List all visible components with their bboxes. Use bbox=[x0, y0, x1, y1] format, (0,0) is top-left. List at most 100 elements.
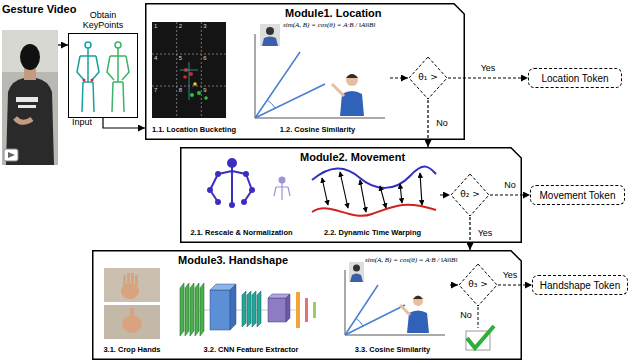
flow-connector bbox=[440, 194, 450, 195]
keypoint-skeleton bbox=[77, 42, 129, 112]
decision-label: θ₂ > bbox=[460, 190, 480, 200]
module-outline bbox=[92, 250, 522, 360]
cnn-figure bbox=[313, 302, 316, 318]
step-panel: 1.2. Cosine Similarity bbox=[245, 20, 390, 137]
skeleton-3d bbox=[230, 203, 234, 207]
cosine-plot bbox=[400, 305, 410, 315]
skeleton-3d bbox=[250, 188, 254, 192]
flow-connector bbox=[58, 44, 68, 45]
grid-number: 7 bbox=[154, 87, 157, 94]
step-panel: 1.1. Location Bucketing bbox=[148, 20, 240, 137]
cnn-figure bbox=[180, 283, 316, 336]
grid-number: 4 bbox=[154, 55, 157, 62]
edge-label: Input bbox=[71, 118, 93, 128]
cosine-plot bbox=[260, 24, 280, 46]
cosine-plot bbox=[332, 84, 344, 96]
dtw-curves bbox=[360, 180, 366, 212]
dtw-curves bbox=[312, 167, 436, 216]
step-panel: 3.3. Cosine Similarity bbox=[335, 255, 450, 357]
keypoint-skeleton bbox=[115, 42, 121, 48]
grid-number: 9 bbox=[203, 87, 206, 94]
grid-number: 6 bbox=[203, 55, 206, 62]
panel-caption: 2.1. Rescale & Normalization bbox=[190, 229, 292, 237]
location-grid bbox=[183, 75, 187, 79]
edge-label: Yes bbox=[477, 229, 494, 239]
cosine-plot bbox=[346, 74, 358, 86]
dtw-curves bbox=[322, 178, 328, 205]
flow-connector bbox=[490, 194, 530, 195]
panel-caption: 3.3. Cosine Similarity bbox=[355, 346, 430, 354]
grid-number: 1 bbox=[154, 23, 157, 30]
cnn-figure bbox=[296, 292, 300, 328]
formula: sim(A, B) = cos(θ) = A·B / ‖A‖‖B‖ bbox=[283, 22, 375, 30]
module-title: Module1. Location bbox=[285, 5, 382, 19]
edge-label: Yes bbox=[502, 271, 519, 281]
location-grid bbox=[152, 22, 226, 118]
edge-label: Yes bbox=[480, 64, 497, 74]
keypoint-skeleton bbox=[91, 79, 94, 82]
hand-crops bbox=[121, 283, 139, 299]
location-grid bbox=[193, 82, 197, 86]
figure-heading: Gesture Video bbox=[2, 3, 58, 16]
cosine-plot bbox=[345, 270, 445, 335]
step-panel: 2.2. Dynamic Time Warping bbox=[305, 165, 440, 240]
token-label: Movement Token bbox=[540, 190, 616, 201]
flow-connector bbox=[469, 217, 470, 250]
decision-label: θ₁ > bbox=[418, 73, 438, 83]
decision-node: θ₁ > bbox=[408, 56, 448, 100]
cosine-plot bbox=[413, 296, 423, 306]
video-still bbox=[15, 118, 32, 122]
hand-crops bbox=[127, 273, 130, 283]
checkmark-icon bbox=[478, 307, 479, 328]
location-grid bbox=[152, 22, 226, 118]
skeleton-3d bbox=[208, 188, 212, 192]
cnn-figure bbox=[257, 291, 261, 327]
skeleton-3d bbox=[242, 200, 246, 204]
flow-connector bbox=[498, 284, 532, 285]
keypoint-skeleton bbox=[85, 42, 91, 48]
cnn-figure bbox=[210, 290, 230, 330]
checkmark-icon bbox=[467, 326, 494, 348]
cnn-figure bbox=[247, 291, 251, 327]
cnn-figure bbox=[230, 284, 236, 330]
skeleton-3d bbox=[228, 159, 236, 167]
panel-caption: 3.2. CNN Feature Extractor bbox=[203, 346, 298, 354]
step-panel: 2.1. Rescale & Normalization bbox=[183, 152, 300, 240]
panel-caption: 1.2. Cosine Similarity bbox=[280, 126, 355, 134]
grid-number: 3 bbox=[203, 23, 206, 30]
cosine-plot bbox=[345, 285, 405, 335]
module-outline bbox=[146, 4, 465, 140]
token-box: Location Token bbox=[528, 68, 622, 88]
module-box: 3.1. Crop Hands 3.2. CNN Feature Extracto… bbox=[92, 250, 522, 360]
edge-label: No bbox=[503, 181, 517, 191]
video-still bbox=[4, 149, 18, 161]
cnn-figure bbox=[195, 283, 199, 336]
cosine-plot bbox=[255, 24, 385, 118]
token-label: Location Token bbox=[541, 73, 608, 84]
video-still bbox=[16, 97, 38, 102]
decision-label: θ₃ > bbox=[468, 280, 488, 290]
decision-diamond bbox=[451, 174, 489, 216]
dtw-curves bbox=[380, 186, 386, 208]
video-still bbox=[2, 30, 58, 72]
token-box: Handshape Token bbox=[532, 275, 628, 295]
cosine-plot bbox=[255, 34, 385, 118]
cosine-plot bbox=[345, 262, 445, 335]
cnn-figure bbox=[305, 298, 308, 322]
keypoint-skeleton bbox=[83, 79, 86, 82]
dtw-curves bbox=[312, 205, 436, 216]
module-title: Module2. Movement bbox=[300, 149, 405, 163]
hand-crops bbox=[130, 308, 134, 318]
token-label: Handshape Token bbox=[540, 280, 620, 291]
decision-diamond bbox=[409, 57, 447, 99]
flow-connector bbox=[450, 284, 458, 285]
video-still bbox=[8, 152, 15, 158]
skeleton-3d bbox=[280, 178, 285, 183]
location-grid bbox=[189, 72, 193, 76]
step-panel: 3.1. Crop Hands bbox=[96, 265, 168, 357]
dtw-curves bbox=[340, 172, 348, 208]
skeleton-3d bbox=[216, 172, 220, 176]
